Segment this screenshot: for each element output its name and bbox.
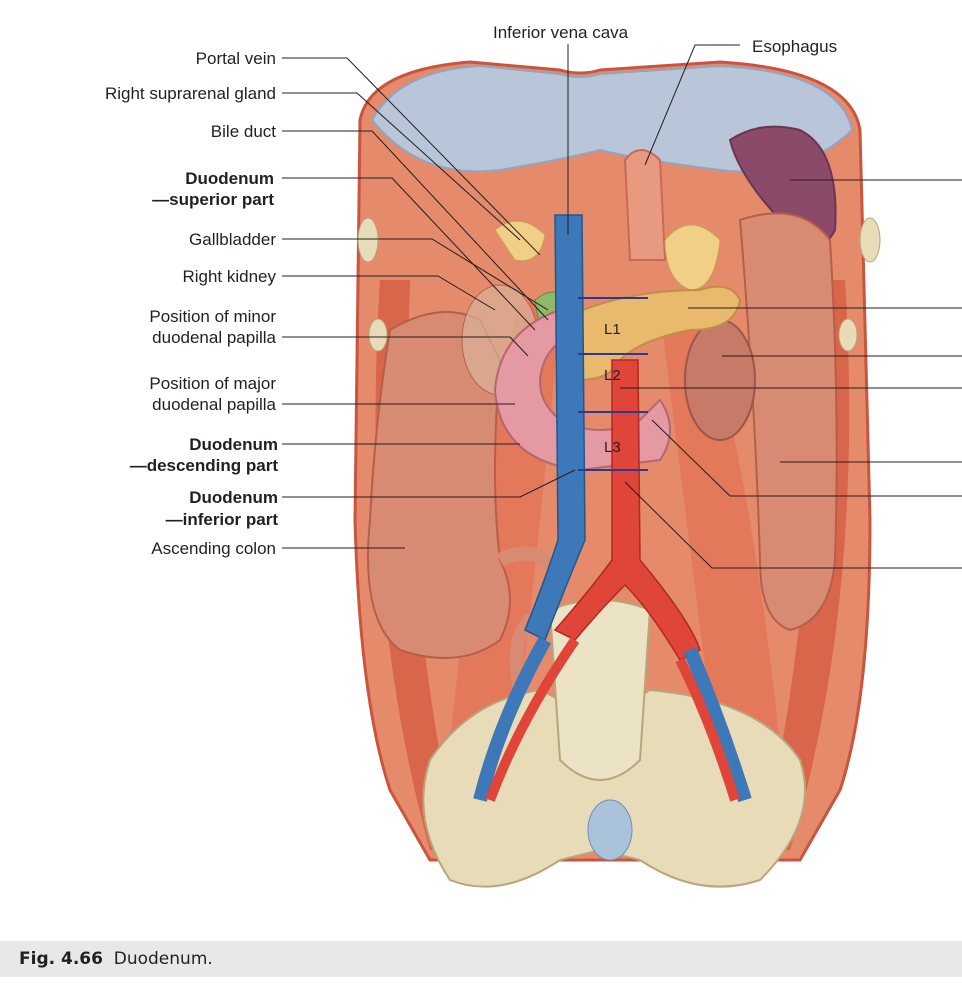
label-inferior-vena-cava: Inferior vena cava [493, 23, 629, 42]
rib-stub [357, 217, 379, 263]
label-major-papilla-1: Position of major [149, 374, 276, 393]
caption-number: Fig. 4.66 [19, 949, 103, 969]
label-portal-vein: Portal vein [195, 49, 276, 68]
label-major-papilla-2: duodenal papilla [152, 395, 276, 414]
spleen [728, 125, 837, 246]
leader-bile-duct [282, 130, 549, 321]
label-duodenum-inferior-2: —inferior part [165, 510, 278, 529]
descending-colon [738, 212, 838, 632]
leader-right-6 [651, 419, 962, 497]
leader-minor-papilla [282, 336, 529, 357]
leader-right-suprarenal-gland [282, 92, 521, 241]
iliac-vessels-right [675, 657, 740, 802]
right-suprarenal-gland [494, 220, 546, 262]
pubic-symphysis [587, 799, 633, 861]
rib-stub [859, 217, 881, 263]
inferior-vena-cava-vessel [524, 214, 586, 642]
label-right-suprarenal-gland: Right suprarenal gland [104, 84, 276, 103]
iliac-vessels-left [485, 637, 580, 802]
esophagus [623, 149, 667, 261]
label-minor-papilla-2: duodenal papilla [152, 328, 276, 347]
level-l3: L3 [604, 439, 621, 456]
label-duodenum-descending-1: Duodenum [189, 435, 278, 454]
leader-duodenum-inferior [282, 469, 576, 498]
left-suprarenal-gland [664, 224, 721, 291]
label-duodenum-superior-1: Duodenum [185, 169, 274, 188]
caption-text: Fig. 4.66 Duodenum. [19, 949, 213, 969]
aorta [553, 359, 701, 661]
leader-esophagus [644, 44, 740, 166]
level-l1: L1 [604, 321, 621, 338]
level-l2: L2 [604, 367, 621, 384]
leader-right-kidney [282, 275, 496, 311]
label-duodenum-inferior-1: Duodenum [189, 488, 278, 507]
caption-title: Duodenum. [113, 949, 213, 969]
leader-gallbladder [282, 238, 549, 311]
duodenum-illustration: L1 L2 L3 [282, 44, 962, 888]
leader-portal-vein [282, 57, 541, 256]
label-duodenum-descending-2: —descending part [129, 456, 278, 475]
iliac-vessels-left [473, 636, 552, 802]
label-right-kidney: Right kidney [182, 267, 276, 286]
label-ascending-colon: Ascending colon [151, 539, 276, 558]
left-kidney [684, 319, 756, 441]
leader-duodenum-superior [282, 177, 536, 331]
rib-stub [368, 318, 388, 352]
figure-caption: Fig. 4.66 Duodenum. [0, 941, 962, 977]
label-bile-duct: Bile duct [210, 122, 276, 141]
rib-stub [838, 318, 858, 352]
label-gallbladder: Gallbladder [189, 230, 276, 249]
label-minor-papilla-1: Position of minor [149, 307, 276, 326]
leader-right-7 [624, 481, 962, 569]
iliac-vessels-right [683, 647, 752, 803]
label-esophagus: Esophagus [752, 37, 838, 56]
label-duodenum-superior-2: —superior part [152, 190, 274, 209]
